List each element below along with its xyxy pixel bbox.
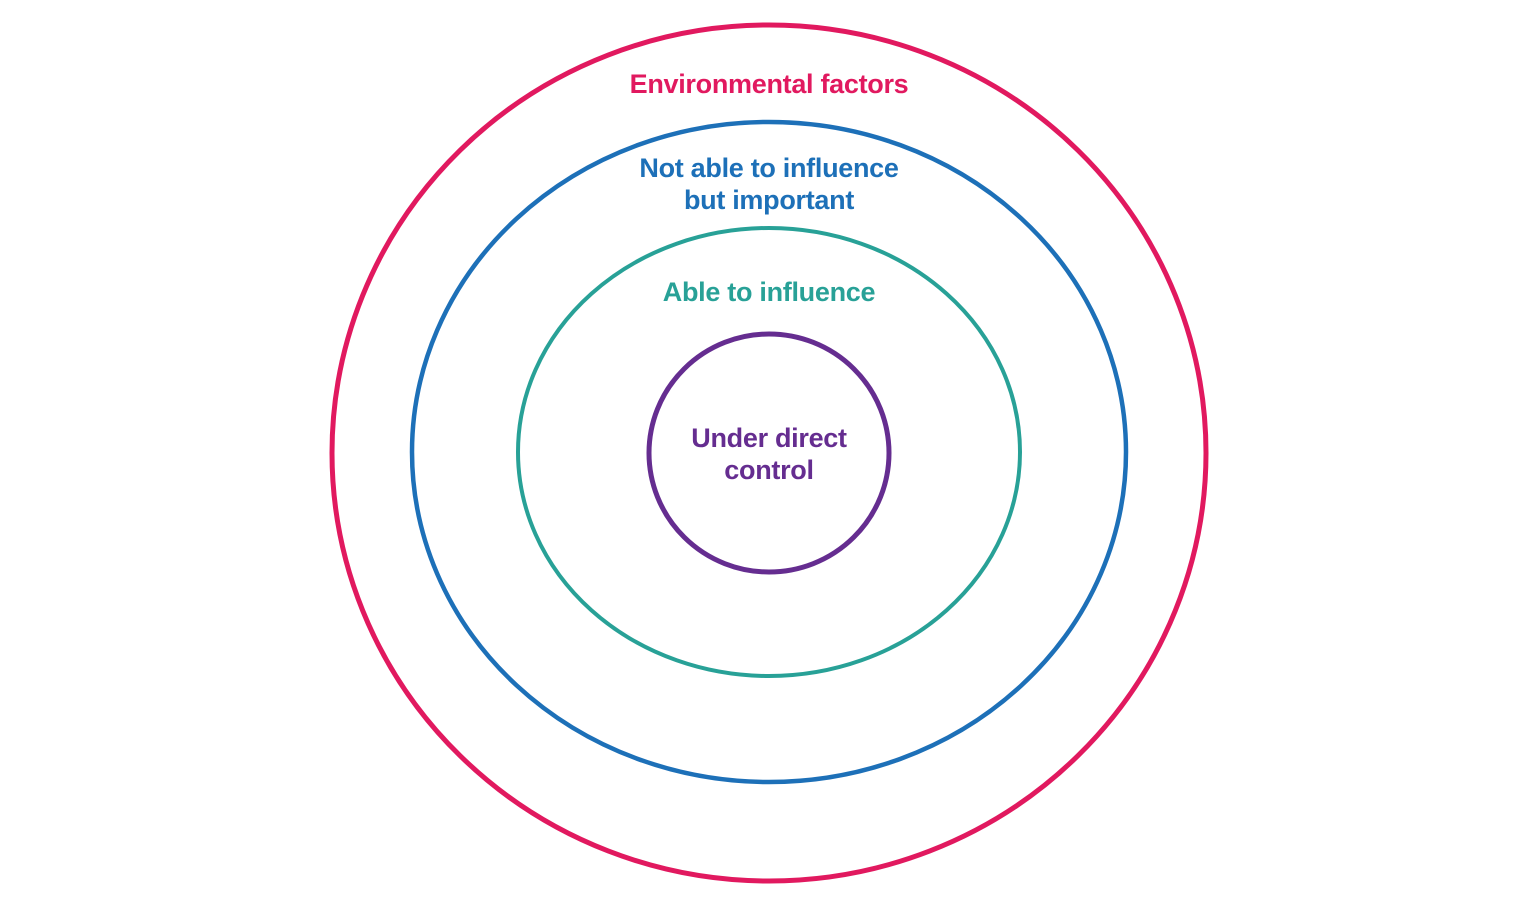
ring-not-able-to-influence xyxy=(409,119,1129,785)
label-environmental-factors: Environmental factors xyxy=(630,69,909,99)
label-able-to-influence: Able to influence xyxy=(663,277,876,307)
ring-able-to-influence xyxy=(516,226,1022,678)
ring-under-direct-control xyxy=(646,331,892,575)
label-under-direct-control-line2: control xyxy=(724,455,813,485)
label-not-able-to-influence-line2: but important xyxy=(684,185,854,215)
label-under-direct-control-line1: Under direct xyxy=(691,423,847,453)
label-not-able-to-influence-line1: Not able to influence xyxy=(639,153,899,183)
ring-environmental-factors xyxy=(329,22,1209,884)
